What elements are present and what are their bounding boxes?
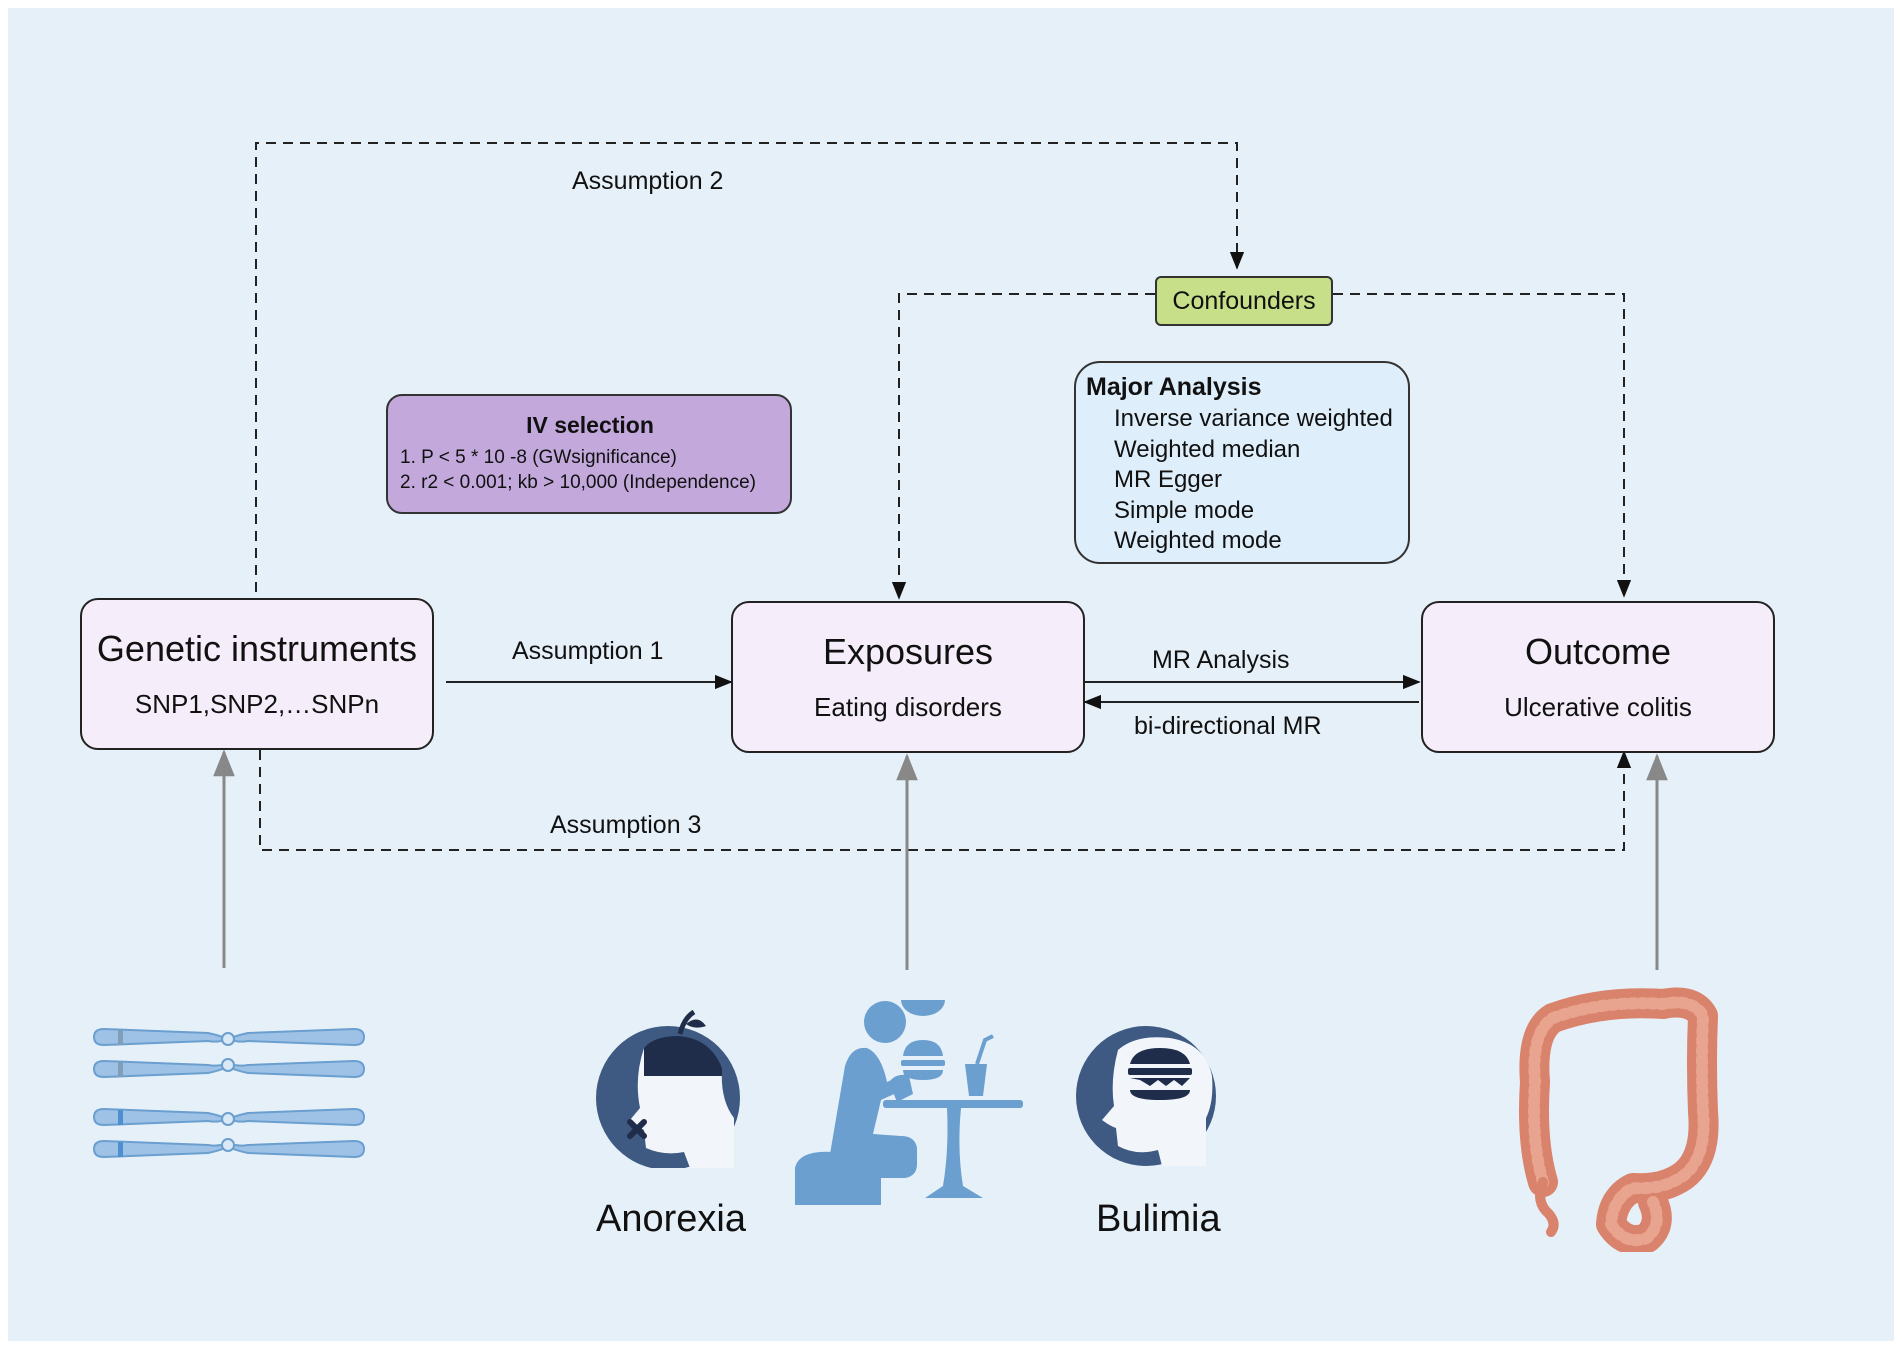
- colon-icon: [1519, 987, 1719, 1252]
- anorexia-head-icon: [596, 1009, 740, 1168]
- eating-person-icon: [795, 1000, 1023, 1205]
- assumption2-path: [255, 142, 1245, 592]
- assumption3-label: Assumption 3: [550, 811, 702, 839]
- iv-criterion: 2. r2 < 0.001; kb > 10,000 (Independence…: [400, 472, 756, 493]
- iv-selection-title: IV selection: [526, 412, 654, 438]
- node-title: Genetic instruments: [96, 627, 418, 669]
- major-analysis-box: Major Analysis Inverse variance weighted…: [1074, 361, 1410, 564]
- node-subtitle: Eating disorders: [814, 692, 1002, 723]
- node-title: Exposures: [822, 630, 994, 672]
- bidirectional-label: bi-directional MR: [1134, 712, 1322, 740]
- assumption1-label: Assumption 1: [512, 637, 664, 665]
- node-title: Outcome: [1524, 630, 1672, 672]
- analysis-method: Inverse variance weighted: [1114, 405, 1393, 432]
- anorexia-caption: Anorexia: [596, 1198, 746, 1240]
- assumption2-label: Assumption 2: [572, 167, 724, 195]
- assumption3-path: [259, 750, 1632, 851]
- analysis-method: Simple mode: [1114, 496, 1255, 524]
- bulimia-head-icon: [1076, 1026, 1216, 1166]
- major-analysis-title: Major Analysis: [1086, 373, 1262, 401]
- analysis-method: Weighted mode: [1114, 527, 1282, 554]
- bulimia-caption: Bulimia: [1096, 1198, 1221, 1240]
- iv-criterion: 1. P < 5 * 10 -8 (GWsignificance): [400, 447, 677, 468]
- node-subtitle: SNP1,SNP2,…SNPn: [134, 689, 380, 720]
- confounders-to-outcome-path: [1333, 293, 1632, 598]
- analysis-method: Weighted median: [1114, 435, 1301, 463]
- iv-selection-box: IV selection 1. P < 5 * 10 -8 (GWsignifi…: [386, 394, 792, 514]
- confounders-to-exposures-path: [891, 293, 1155, 600]
- analysis-method: MR Egger: [1114, 466, 1223, 493]
- confounders-box: Confounders: [1155, 276, 1333, 326]
- mr-analysis-label: MR Analysis: [1152, 646, 1290, 674]
- node-subtitle: Ulcerative colitis: [1504, 692, 1692, 723]
- chromosome-icon: [92, 1027, 366, 1159]
- exposures-node: Exposures Eating disorders: [731, 601, 1085, 753]
- genetic-instruments-node: Genetic instruments SNP1,SNP2,…SNPn: [80, 598, 434, 750]
- outcome-node: Outcome Ulcerative colitis: [1421, 601, 1775, 753]
